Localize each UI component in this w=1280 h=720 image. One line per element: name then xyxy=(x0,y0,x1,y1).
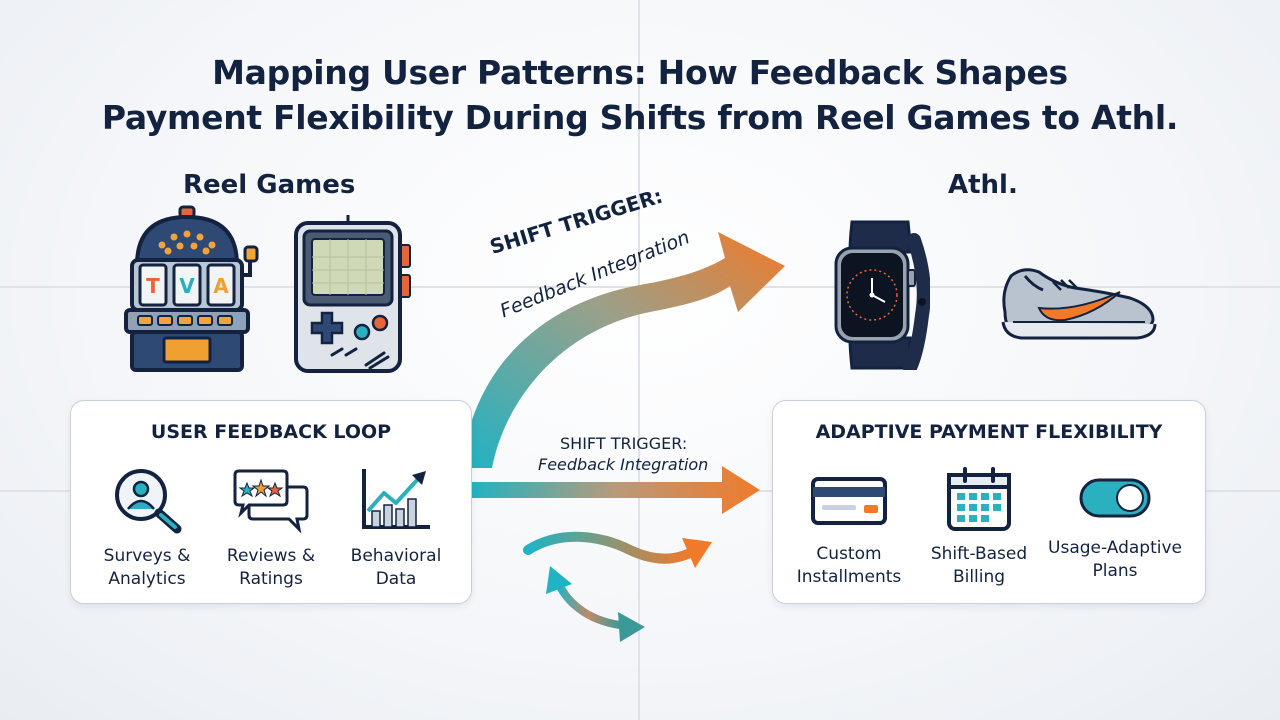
middle-arrow-label-bold: SHIFT TRIGGER: xyxy=(560,434,688,453)
user-feedback-loop-card: USER FEEDBACK LOOP Surveys & Analytics R… xyxy=(70,400,472,604)
reviews-ratings-item: Reviews & Ratings xyxy=(201,465,341,591)
behavioral-data-label-line1: Behavioral xyxy=(350,546,442,566)
behavioral-data-item: Behavioral Data xyxy=(326,465,466,591)
trend-chart-icon xyxy=(362,469,430,529)
reviews-ratings-label-line2: Ratings xyxy=(239,569,303,589)
slot-machine-icon: T V A xyxy=(124,205,259,372)
surveys-analytics-label: Surveys & Analytics xyxy=(77,545,217,591)
custom-installments-label: Custom Installments xyxy=(779,543,919,589)
reviews-ratings-label: Reviews & Ratings xyxy=(201,545,341,591)
shift-based-billing-label-line2: Billing xyxy=(952,567,1006,587)
lower-loop-arrow-1 xyxy=(523,531,712,568)
custom-installments-item: Custom Installments xyxy=(779,473,919,589)
toggle-switch-icon xyxy=(1079,478,1151,518)
payment-card-heading: ADAPTIVE PAYMENT FLEXIBILITY xyxy=(815,421,1163,443)
custom-installments-label-line1: Custom xyxy=(816,544,882,564)
behavioral-data-label: Behavioral Data xyxy=(326,545,466,591)
surveys-analytics-label-line2: Analytics xyxy=(108,569,186,589)
svg-text:A: A xyxy=(213,274,229,298)
svg-text:V: V xyxy=(179,274,195,298)
surveys-analytics-label-line1: Surveys & xyxy=(103,546,191,566)
reviews-ratings-label-line1: Reviews & xyxy=(226,546,316,566)
custom-installments-label-line2: Installments xyxy=(796,567,902,587)
handheld-game-console-icon xyxy=(294,215,411,373)
running-shoe-icon xyxy=(1001,268,1157,340)
usage-adaptive-plans-label-line2: Plans xyxy=(1092,561,1138,581)
credit-card-icon xyxy=(811,477,887,525)
usage-adaptive-plans-label-line1: Usage-Adaptive xyxy=(1048,538,1182,558)
middle-arrow-label-italic: Feedback Integration xyxy=(538,455,709,474)
vertical-divider xyxy=(638,0,640,720)
smartwatch-icon xyxy=(834,220,930,370)
shift-based-billing-label: Shift-Based Billing xyxy=(909,543,1049,589)
magnifier-user-icon xyxy=(115,469,182,534)
shift-based-billing-item: Shift-Based Billing xyxy=(909,465,1049,589)
surveys-analytics-item: Surveys & Analytics xyxy=(77,465,217,591)
rating-bubbles-icon xyxy=(233,469,309,534)
title-line-2: Payment Flexibility During Shifts from R… xyxy=(101,98,1179,137)
top-shift-arrow xyxy=(462,232,785,468)
svg-text:T: T xyxy=(146,274,160,298)
usage-adaptive-plans-item: Usage-Adaptive Plans xyxy=(1045,477,1185,583)
calendar-icon xyxy=(947,467,1011,531)
page-title: Mapping User Patterns: How Feedback Shap… xyxy=(0,50,1280,140)
usage-adaptive-plans-label: Usage-Adaptive Plans xyxy=(1045,537,1185,583)
shift-based-billing-label-line1: Shift-Based xyxy=(930,544,1028,564)
middle-shift-arrow xyxy=(470,466,760,514)
lower-loop-arrow-2 xyxy=(546,566,645,642)
title-line-1: Mapping User Patterns: How Feedback Shap… xyxy=(212,53,1068,92)
feedback-card-heading: USER FEEDBACK LOOP xyxy=(150,421,392,443)
adaptive-payment-flexibility-card: ADAPTIVE PAYMENT FLEXIBILITY Custom Inst… xyxy=(772,400,1206,604)
athl-label: Athl. xyxy=(948,170,1018,200)
behavioral-data-label-line2: Data xyxy=(375,569,417,589)
reel-games-label: Reel Games xyxy=(183,170,356,200)
